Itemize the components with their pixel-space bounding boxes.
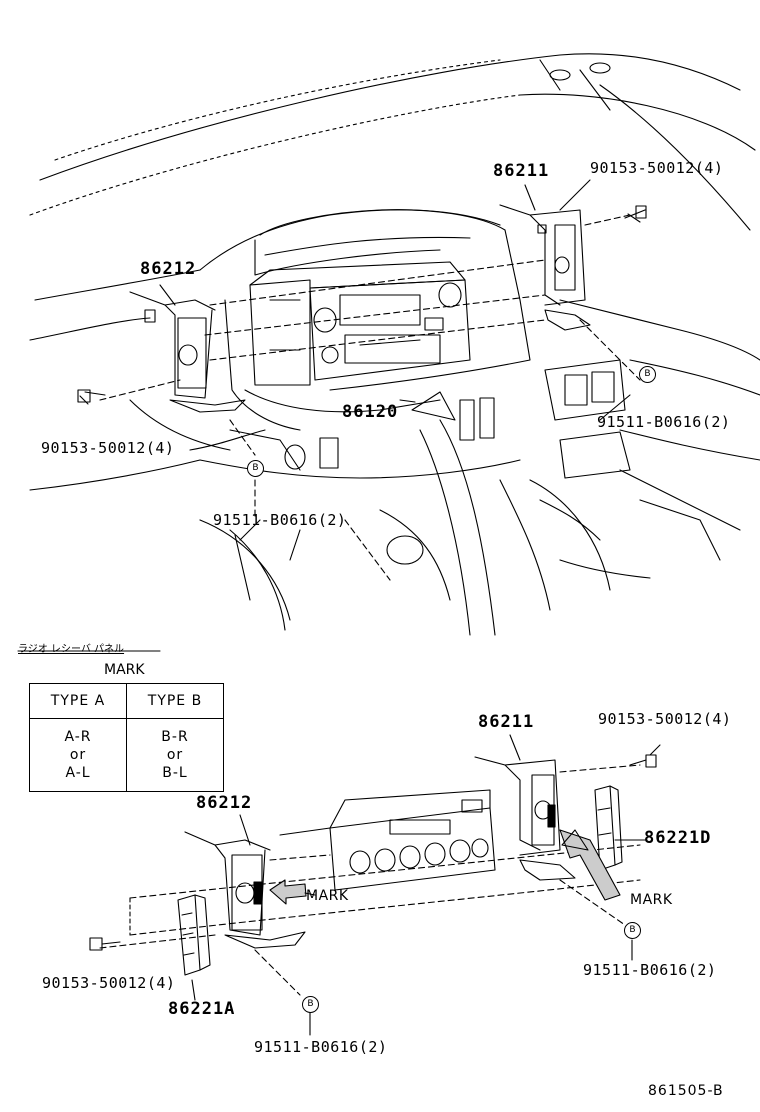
part-label-91511-top-left: 91511-B0616(2) <box>213 511 347 529</box>
part-label-86211-bottom: 86211 <box>478 712 535 732</box>
mark-table-title: MARK <box>104 662 145 678</box>
leaders-bottom <box>191 734 661 1036</box>
panel-outline-bottom <box>129 789 641 936</box>
bracket-86212-top <box>129 291 246 413</box>
type-a-header: TYPE A <box>29 683 127 719</box>
callout-b-bottom: B <box>302 996 319 1013</box>
part-label-86212-bottom: 86212 <box>196 793 253 813</box>
part-label-91511-bottom-right: 91511-B0616(2) <box>583 961 717 979</box>
callout-b-top-right: B <box>639 366 656 383</box>
part-86221A <box>177 894 211 976</box>
mark-type-table: TYPE A TYPE B A-R or A-L B-R or B-L <box>29 683 224 792</box>
part-label-86120: 86120 <box>342 402 399 422</box>
part-label-86212-top: 86212 <box>140 259 197 279</box>
jp-caption: ラジオ レシーバ パネル <box>18 644 125 655</box>
part-label-90153-bottom-left: 90153-50012(4) <box>42 974 176 992</box>
type-a-line: A-R <box>64 729 92 745</box>
dashboard-outline <box>29 53 760 631</box>
screws-bottom <box>89 754 657 951</box>
part-label-86211-top: 86211 <box>493 161 550 181</box>
part-label-86221A: 86221A <box>168 999 236 1019</box>
mark-label-right: MARK <box>630 892 673 908</box>
type-a-line: A-L <box>65 765 91 781</box>
diagram-reference-number: 861505-B <box>648 1083 724 1099</box>
bracket-86212-bottom <box>184 831 306 949</box>
part-label-90153-top-right: 90153-50012(4) <box>590 159 724 177</box>
screws-top <box>77 205 647 405</box>
mark-label-left: MARK <box>306 888 349 904</box>
part-label-86221D: 86221D <box>644 828 712 848</box>
part-86221D <box>594 785 623 871</box>
mark-arrows <box>269 829 621 905</box>
type-b-line: B-L <box>162 765 188 781</box>
part-label-91511-bottom: 91511-B0616(2) <box>254 1038 388 1056</box>
part-label-91511-top-right: 91511-B0616(2) <box>597 413 731 431</box>
radio-receiver-86120 <box>249 261 471 386</box>
part-lines-bottom <box>99 764 641 996</box>
leaders-top <box>159 179 631 561</box>
type-b-header: TYPE B <box>126 683 224 719</box>
bracket-86211-bottom <box>474 756 576 881</box>
type-a-cell: A-R or A-L <box>29 718 127 792</box>
callout-b-top-left: B <box>247 460 264 477</box>
callout-b-bottom-right: B <box>624 922 641 939</box>
part-label-90153-bottom-right: 90153-50012(4) <box>598 710 732 728</box>
type-b-cell: B-R or B-L <box>126 718 224 792</box>
part-lines-top <box>99 214 641 581</box>
install-arrow <box>411 391 496 636</box>
type-b-line: B-R <box>161 729 189 745</box>
part-label-90153-top-left: 90153-50012(4) <box>41 439 175 457</box>
type-a-line: or <box>69 747 87 763</box>
type-b-line: or <box>166 747 184 763</box>
bracket-86211-top <box>499 204 591 331</box>
